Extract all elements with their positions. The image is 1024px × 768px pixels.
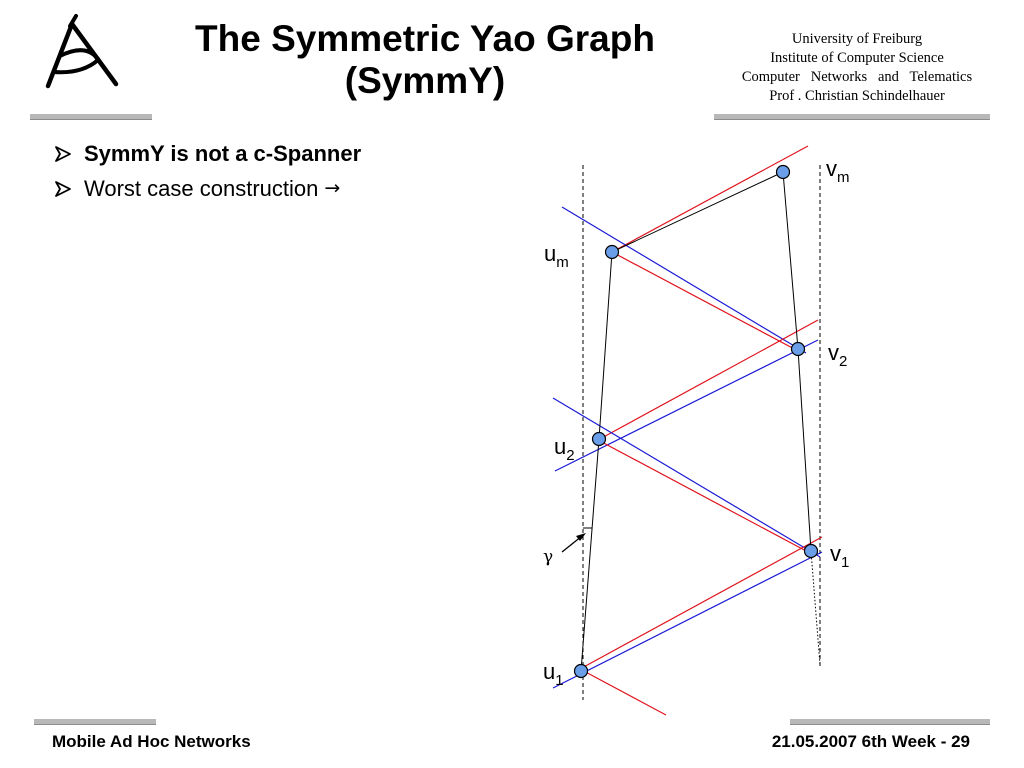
title-line-2: (SymmY) [344,60,506,101]
blue-line [552,397,821,558]
bullet-text: Worst case construction [84,176,319,201]
blue-line [561,206,807,354]
label-gamma: γ [543,547,553,567]
edge-vm-v2 [782,171,799,350]
edge-v1-dotted [810,550,821,666]
header-rule-left [30,114,152,120]
blue-line [552,551,823,689]
red-line [611,145,809,253]
university-logo-icon [45,14,119,89]
gamma-arrowhead [576,533,586,541]
institution-line: Prof . Christian Schindelhauer [769,88,945,104]
red-line [579,668,667,716]
red-line [611,251,801,353]
footer-rule-left [34,719,156,725]
red-line [597,439,809,553]
arrowhead-bullet-icon [55,145,71,162]
node-um [604,244,620,260]
institution-line: University of Freiburg [791,31,923,47]
label-u2: u2 [554,434,575,464]
arrowhead-bullet-icon [55,180,71,197]
red-line [579,536,823,670]
edge-v2-v1 [797,348,812,552]
edge-um-vm [611,171,784,253]
label-u1: u1 [543,659,564,689]
label-vm: vm [826,156,850,186]
node-vm [775,164,791,180]
footer-course-title: Mobile Ad Hoc Networks [52,732,251,751]
edge-u2-um [598,251,613,440]
footer-date-page: 21.05.2007 6th Week - 29 [771,732,970,751]
label-v2: v2 [828,340,847,370]
bullet-item: Worst case construction → [54,171,361,206]
bullet-list: SymmY is not a c-Spanner Worst case cons… [54,136,361,206]
node-u1 [573,663,589,679]
institution-line: Institute of Computer Science [770,50,944,66]
footer-rule-right [790,719,990,725]
bullet-item: SymmY is not a c-Spanner [54,136,361,171]
institution-block: University of Freiburg Institute of Comp… [712,30,1002,106]
node-v1 [803,543,819,559]
node-v2 [790,341,806,357]
blue-line [554,339,819,472]
red-line [597,319,819,441]
right-arrow-symbol: → [324,177,341,199]
node-u2 [591,431,607,447]
institution-line: Computer Networks and Telematics [741,69,973,85]
edge-u1-u2 [580,438,600,672]
title-line-1: The Symmetric Yao Graph [195,18,655,59]
label-um: um [544,241,569,271]
header-rule-right [714,114,990,120]
label-v1: v1 [830,541,849,571]
page-title: The Symmetric Yao Graph (SymmY) [150,18,700,102]
bullet-text: SymmY is not a c-Spanner [84,141,362,166]
